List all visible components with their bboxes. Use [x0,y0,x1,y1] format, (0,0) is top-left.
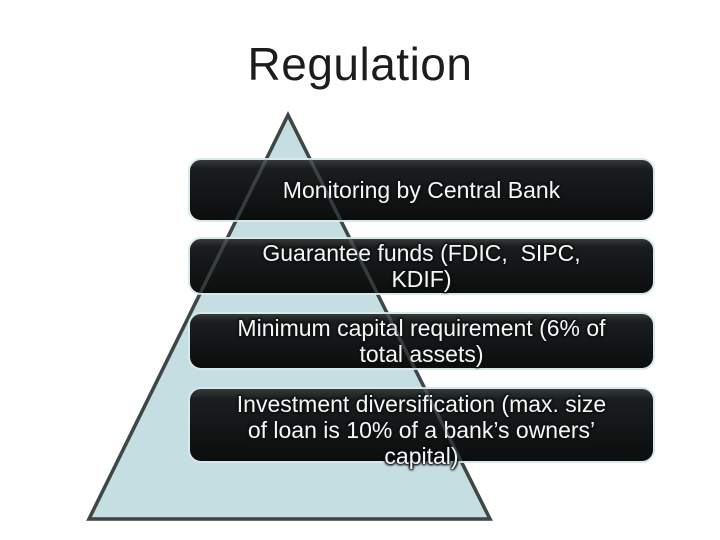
level-4-text-line: of loan is 10% of a bank’s owners’ [247,417,596,443]
pyramid-level-2: Guarantee funds (FDIC, SIPC, KDIF) [188,237,655,295]
level-4-text-line: Investment diversification (max. size [236,391,607,417]
level-3-text-line: Minimum capital requirement (6% of [237,315,606,341]
level-3-text-line: total assets) [359,341,484,367]
level-1-text-line: Monitoring by Central Bank [282,177,561,203]
slide-title: Regulation [247,38,473,90]
pyramid-level-1: Monitoring by Central Bank [188,158,655,222]
level-4-text-line: capital) [384,443,459,469]
pyramid-level-4: Investment diversification (max. size of… [188,387,655,469]
pyramid-level-3: Minimum capital requirement (6% of total… [188,312,655,370]
level-2-text-line: KDIF) [391,266,452,292]
level-2-text-line: Guarantee funds (FDIC, SIPC, [262,240,581,266]
